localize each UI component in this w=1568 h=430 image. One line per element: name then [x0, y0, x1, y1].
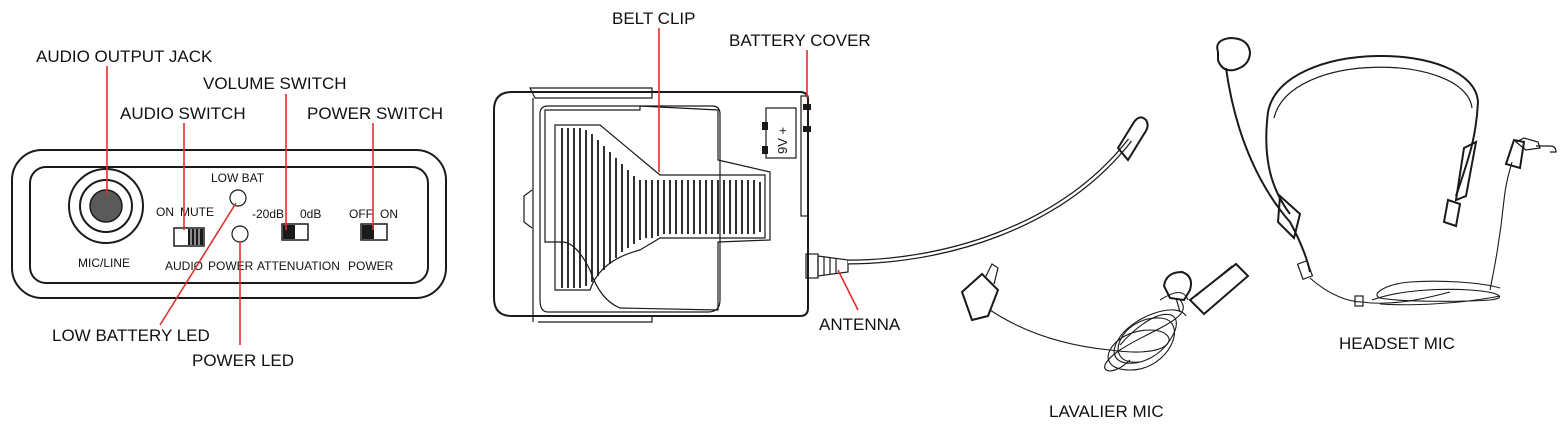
volume-switch-label: VOLUME SWITCH — [203, 74, 347, 93]
headset-mic-label: HEADSET MIC — [1339, 334, 1455, 353]
control-panel: MIC/LINE ON MUTE AUDIO LOW BAT POWER -20… — [11, 149, 447, 299]
power-label: POWER — [208, 259, 254, 273]
antenna-leader — [837, 269, 859, 311]
low-battery-led-label: LOW BATTERY LED — [52, 326, 210, 345]
attenuation-label: ATTENUATION — [257, 259, 340, 273]
belt-clip — [539, 105, 771, 313]
antenna-label: ANTENNA — [819, 315, 901, 334]
belt-clip-label: BELT CLIP — [612, 9, 695, 28]
headset-mic — [1216, 36, 1557, 307]
lavalier-mic-label: LAVALIER MIC — [1049, 402, 1164, 421]
low-bat-label: LOW BAT — [211, 171, 265, 185]
on2-label: ON — [380, 207, 398, 221]
mic-line-label: MIC/LINE — [78, 256, 130, 270]
audio-label: AUDIO — [165, 259, 203, 273]
minus-20db-label: -20dB — [252, 207, 284, 221]
battery-marking: 9V + — [775, 127, 790, 154]
zero-db-label: 0dB — [300, 207, 321, 221]
audio-switch-label: AUDIO SWITCH — [120, 104, 246, 123]
transmitter-body: 9V + — [493, 87, 849, 323]
battery-cover: 9V + — [762, 95, 811, 217]
battery-cover-label: BATTERY COVER — [729, 31, 871, 50]
off-label: OFF — [349, 207, 373, 221]
power-led-label: POWER LED — [192, 351, 294, 370]
audio-output-jack-label: AUDIO OUTPUT JACK — [36, 47, 213, 66]
power-switch-label: POWER SWITCH — [307, 104, 443, 123]
lavalier-mic — [960, 262, 1250, 372]
low-battery-led — [229, 189, 247, 207]
on-label: ON — [156, 205, 174, 219]
power2-label: POWER — [348, 259, 394, 273]
mute-label: MUTE — [180, 205, 214, 219]
antenna-connector — [805, 253, 849, 279]
audio-output-jack — [68, 168, 144, 244]
audio-switch[interactable] — [173, 227, 205, 247]
gooseneck-mic — [847, 116, 1149, 265]
power-switch[interactable] — [360, 223, 388, 241]
low-battery-led-leader — [159, 202, 237, 326]
power-led — [231, 225, 249, 243]
